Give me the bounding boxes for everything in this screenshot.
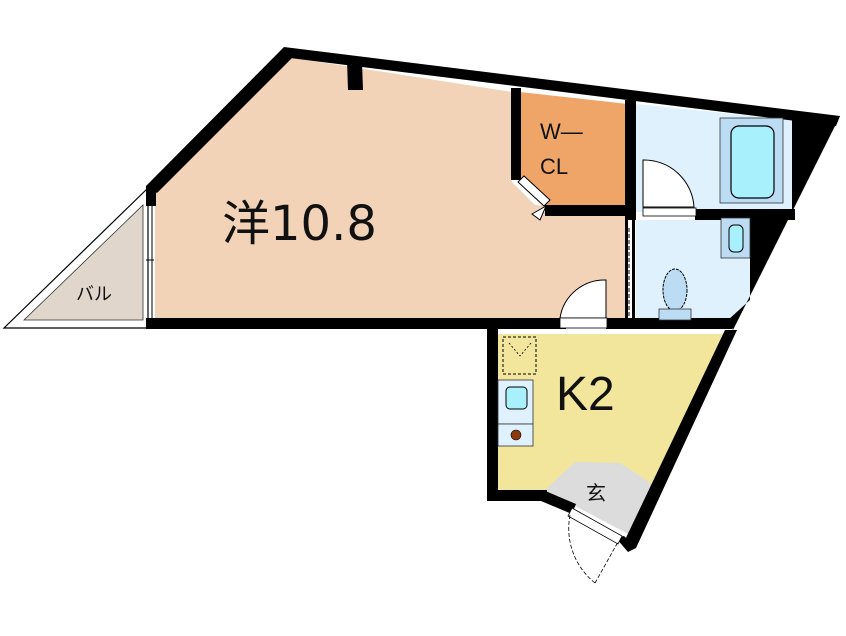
western-room-label: 洋10.8 xyxy=(222,196,377,252)
closet-label-line2: CL xyxy=(540,154,568,179)
western-room xyxy=(155,57,628,320)
closet-label-line1: W— xyxy=(540,119,583,144)
washing-machine-space xyxy=(502,336,537,375)
entrance xyxy=(543,462,652,535)
balcony-label: バル xyxy=(76,284,112,305)
kitchen-door xyxy=(559,279,608,329)
kitchen-sink xyxy=(497,379,534,425)
bathroom-door xyxy=(642,159,697,217)
entrance-label: 玄 xyxy=(586,481,606,505)
walls xyxy=(146,47,840,552)
kitchen-label: K2 xyxy=(556,368,615,421)
entrance-door xyxy=(567,507,623,584)
washbasin xyxy=(720,217,751,259)
walk-in-closet xyxy=(520,92,628,207)
stove xyxy=(497,423,534,447)
closet-door xyxy=(517,175,551,221)
balcony xyxy=(2,186,154,329)
bathtub xyxy=(719,117,784,204)
toilet xyxy=(658,268,692,321)
kitchen xyxy=(497,334,725,492)
